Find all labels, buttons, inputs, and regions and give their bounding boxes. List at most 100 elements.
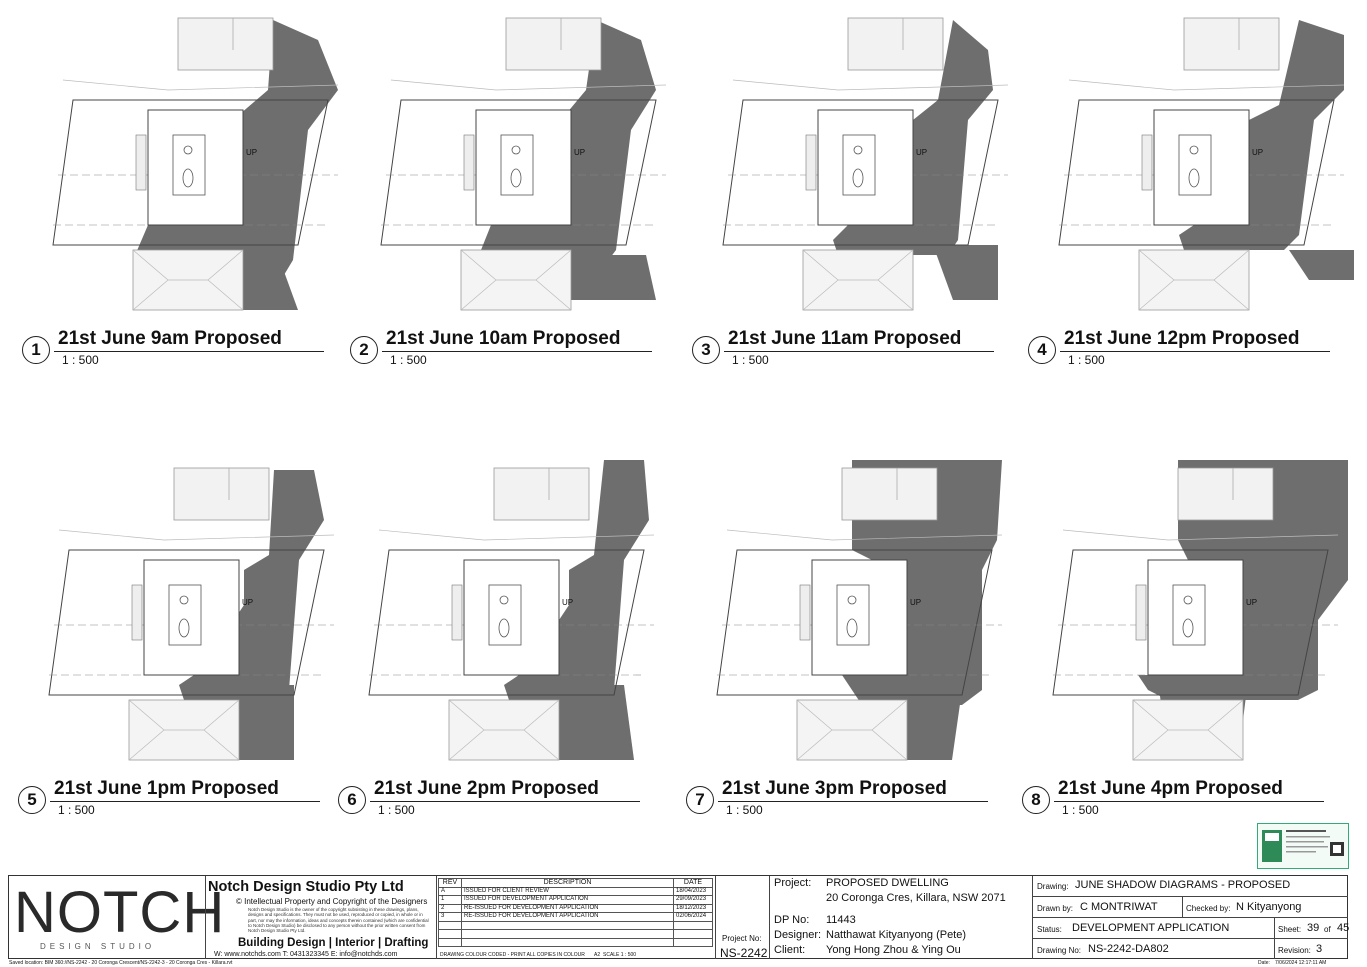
view-number: 3 [692, 336, 720, 364]
sheet-label: Sheet: [1278, 925, 1302, 934]
up-label: UP [1246, 598, 1257, 607]
site-boundary [1052, 549, 1329, 696]
desc-cell: RE-ISSUED FOR DEVELOPMENT APPLICATION [461, 912, 674, 922]
view-number: 5 [18, 786, 46, 814]
client-label: Client: [774, 944, 806, 956]
shadow-area [179, 470, 324, 700]
proposed-dwelling [475, 109, 572, 226]
divider [715, 876, 716, 959]
drawn-by-label: Drawn by: [1037, 904, 1074, 913]
designer-name: Natthawat Kityanyong (Pete) [826, 929, 967, 941]
view-number: 4 [1028, 336, 1056, 364]
caption-underline [382, 351, 652, 352]
pool [500, 134, 534, 196]
project-no-label: Project No: [722, 934, 762, 943]
drawing-title: JUNE SHADOW DIAGRAMS - PROPOSED [1075, 879, 1291, 891]
shadow-diagram-panel: UP 3 21st June 11am Proposed 1 : 500 [688, 10, 1018, 380]
firm-logo: NOTCH [14, 880, 226, 945]
shadow-area [556, 255, 656, 300]
site-plan-drawing: UP [48, 467, 335, 761]
pool [1178, 134, 1212, 196]
desc-cell: RE-ISSUED FOR DEVELOPMENT APPLICATION [461, 903, 674, 913]
neighbour-building [847, 17, 944, 71]
neighbour-building [841, 467, 938, 521]
site-plan-drawing: UP [380, 17, 667, 311]
neighbour-building [173, 467, 270, 521]
view-number: 1 [22, 336, 50, 364]
date-cell: 18/04/2023 [673, 886, 713, 896]
view-number: 7 [686, 786, 714, 814]
caption-underline [1060, 351, 1330, 352]
view-title: 21st June 11am Proposed [728, 328, 962, 349]
view-caption: 1 21st June 9am Proposed 1 : 500 [18, 322, 348, 372]
date-header: DATE [673, 878, 713, 888]
stairs [451, 584, 463, 641]
shadow-area [933, 245, 998, 300]
pool [172, 134, 206, 196]
checked-by-label: Checked by: [1186, 904, 1231, 913]
neighbour-building [505, 17, 602, 71]
neighbour-building [1183, 17, 1280, 71]
designer-label: Designer: [774, 929, 822, 941]
paper-size: A2 [594, 952, 601, 958]
firm-copyright: © Intellectual Property and Copyright of… [236, 897, 428, 906]
view-scale: 1 : 500 [62, 353, 99, 367]
stairs [135, 134, 147, 191]
neighbour-building [177, 17, 274, 71]
view-scale: 1 : 500 [378, 803, 415, 817]
site-boundary [380, 99, 657, 246]
print-date: 7/06/2024 12:17:11 AM [1275, 960, 1327, 966]
view-title: 21st June 9am Proposed [58, 328, 282, 349]
firm-contact: W: www.notchds.com T: 0431323345 E: info… [214, 951, 398, 958]
basix-certificate-seal [1257, 823, 1349, 869]
divider [1182, 896, 1183, 917]
firm-fine-print: Notch Design Studio is the owner of the … [248, 907, 429, 934]
stairs [1141, 134, 1153, 191]
proposed-dwelling [811, 559, 908, 676]
view-caption: 3 21st June 11am Proposed 1 : 500 [688, 322, 1018, 372]
up-label: UP [916, 148, 927, 157]
stairs [1135, 584, 1147, 641]
project-address: 20 Coronga Cres, Killara, NSW 2071 [826, 892, 1006, 904]
stairs [463, 134, 475, 191]
view-number: 2 [350, 336, 378, 364]
site-plan-drawing: UP [716, 460, 1003, 761]
shadow-area [504, 460, 649, 700]
drawn-by: C MONTRIWAT [1080, 901, 1158, 913]
view-title: 21st June 2pm Proposed [374, 778, 599, 799]
site-plan-drawing: UP [722, 17, 1009, 311]
dp-label: DP No: [774, 914, 810, 926]
neighbour-building [1177, 467, 1274, 521]
rev-cell: 3 [438, 912, 462, 922]
caption-underline [50, 801, 320, 802]
up-label: UP [910, 598, 921, 607]
view-scale: 1 : 500 [732, 353, 769, 367]
dp-number: 11443 [826, 914, 856, 926]
drawing-label: Drawing: [1037, 882, 1069, 891]
description-header: DESCRIPTION [461, 878, 674, 888]
shadow-area [1179, 20, 1344, 250]
drawing-scale: SCALE 1 : 500 [603, 952, 637, 958]
drawing-number: NS-2242-DA802 [1088, 943, 1169, 955]
status-label: Status: [1037, 925, 1062, 934]
pool [842, 134, 876, 196]
site-boundary [722, 99, 999, 246]
checked-by: N Kityanyong [1236, 901, 1302, 913]
shadow-area [1289, 250, 1354, 280]
site-boundary [368, 549, 645, 696]
firm-logo-subtitle: DESIGN STUDIO [40, 942, 156, 951]
view-scale: 1 : 500 [1068, 353, 1105, 367]
divider [1032, 917, 1348, 918]
